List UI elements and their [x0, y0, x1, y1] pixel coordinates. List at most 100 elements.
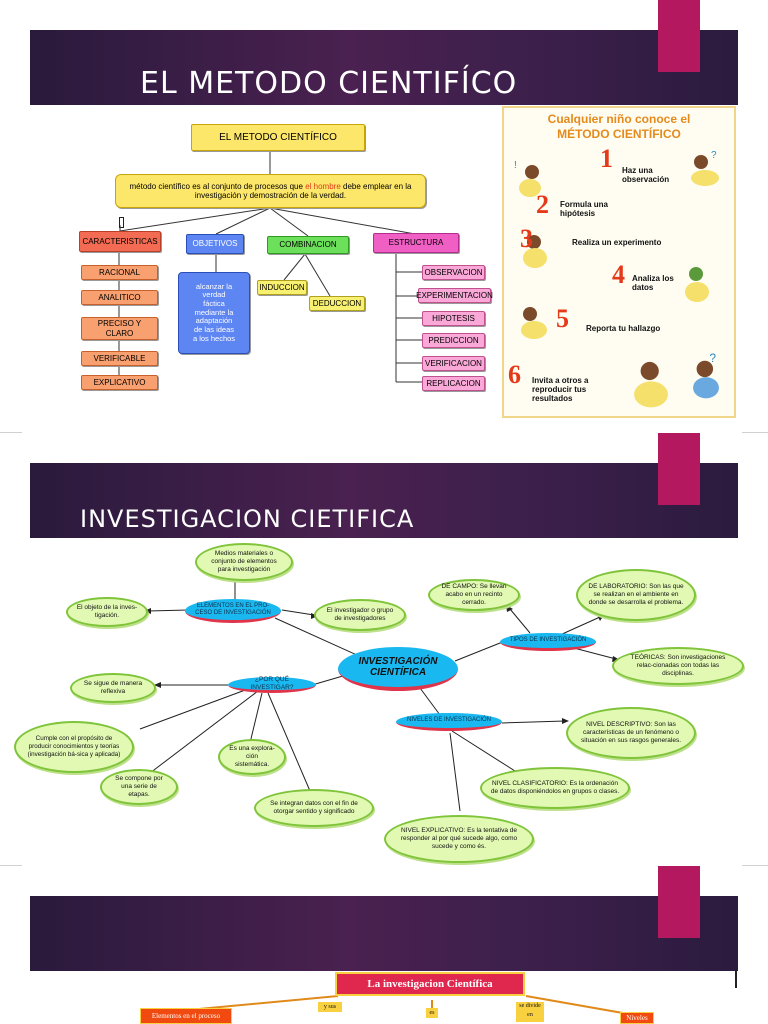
svg-text:?: ?	[710, 352, 717, 365]
concept-map-connectors	[112, 151, 422, 383]
caracteristica-item: ANALITICO	[81, 290, 158, 305]
hub-elementos-label: ELEMENTOS EN EL PRO-CESO DE INVESTIGACIÓ…	[195, 602, 271, 616]
branch-combinacion: COMBINACION	[267, 236, 349, 254]
infographic-heading-2: MÉTODO CIENTÍFICO	[557, 127, 681, 141]
infographic-heading-1: Cualquier niño conoce el	[547, 112, 691, 126]
leaf-teoricas: TEÓRICAS: Son investigaciones relac-cion…	[612, 647, 744, 685]
accent-tab	[658, 866, 700, 938]
svg-text:!: !	[514, 160, 517, 171]
hub-tipos-label: TIPOS DE INVESTIGACIÓN	[509, 637, 587, 644]
definition-pre: método científico es al conjunto de proc…	[129, 181, 306, 191]
step-number: 4	[612, 260, 625, 289]
slide3-connector-right-line1: se divide	[519, 1003, 541, 1009]
step-text: Haz una observación	[622, 166, 670, 185]
caracteristica-label: EXPLICATIVO	[93, 377, 146, 387]
hub-niveles: NIVELES DE INVESTIGACIÓN	[396, 713, 502, 731]
leaf-laboratorio: DE LABORATORIO: Son las que se realizan …	[576, 569, 696, 621]
caracteristica-label: PRECISO Y CLARO	[97, 319, 142, 338]
hub-elementos: ELEMENTOS EN EL PRO-CESO DE INVESTIGACIÓ…	[185, 599, 281, 623]
slide3-right-label: Niveles	[626, 1014, 648, 1022]
branch-objetivos-label: OBJETIVOS	[192, 239, 238, 249]
step-number: 1	[600, 144, 613, 173]
core-node: INVESTIGACIÓN CIENTÍFICA	[338, 647, 458, 691]
leaf-integran: Se integran datos con el fin de otorgar …	[254, 789, 374, 827]
leaf-teoricas-text: TEÓRICAS: Son investigaciones relac-cion…	[630, 653, 726, 678]
definition-post: debe emplear en la investigación y demos…	[194, 181, 412, 200]
leaf-cumple: Cumple con el propósito de producir cono…	[14, 721, 134, 773]
leaf-etapas-text: Se compone por una serie de etapas.	[115, 774, 163, 799]
estructura-label: VERIFICACION	[425, 358, 482, 368]
caracteristica-item: EXPLICATIVO	[81, 375, 158, 390]
slide-divider-left	[0, 432, 22, 433]
combinacion-item: DEDUCCION	[309, 296, 365, 311]
leaf-etapas: Se compone por una serie de etapas.	[100, 769, 178, 805]
leaf-laboratorio-text: DE LABORATORIO: Son las que se realizan …	[588, 582, 684, 607]
slide3-connector-right-line2: en	[527, 1012, 533, 1018]
caracteristica-item: RACIONAL	[81, 265, 158, 280]
mind-map-connectors	[139, 571, 620, 812]
combinacion-item: INDUCCION	[257, 280, 307, 295]
slide3-connector-right: se divide en	[516, 1002, 544, 1022]
slide3-connector-mid: es	[426, 1008, 438, 1018]
estructura-item: PREDICCION	[422, 333, 485, 348]
estructura-item: EXPERIMENTACION	[416, 288, 493, 303]
leaf-explicativo: NIVEL EXPLICATIVO: Es la tentativa de re…	[384, 815, 534, 863]
estructura-label: PREDICCION	[428, 335, 479, 345]
leaf-investigador-text: El investigador o grupo de investigadore…	[326, 606, 394, 622]
child-illustration-7: ?	[693, 352, 719, 399]
estructura-label: HIPOTESIS	[432, 313, 475, 323]
step-text: Formula una hipótesis	[560, 200, 609, 219]
caracteristica-label: ANALITICO	[98, 292, 141, 302]
estructura-label: OBSERVACION	[424, 267, 483, 277]
map-root-label: EL METODO CIENTÍFICO	[219, 131, 337, 143]
caracteristica-label: VERIFICABLE	[93, 353, 146, 363]
hub-tipos: TIPOS DE INVESTIGACIÓN	[500, 633, 596, 651]
slide-title: INVESTIGACION CIETIFICA	[80, 505, 415, 533]
title-band	[30, 896, 738, 971]
step-text: Reporta tu hallazgo	[586, 324, 661, 333]
slide3-connector-left-label: y sus	[323, 1004, 337, 1010]
estructura-label: REPLICACION	[426, 378, 481, 388]
combinacion-label: DEDUCCION	[312, 298, 362, 308]
estructura-item: VERIFICACION	[422, 356, 485, 371]
step-number: 6	[508, 360, 521, 389]
slide3-right-marker	[735, 970, 737, 988]
estructura-label: EXPERIMENTACION	[416, 290, 493, 300]
step-number: 3	[520, 224, 533, 253]
slide3-title-box: La investigacion Científica	[335, 972, 525, 996]
slide-title: EL METODO CIENTIFÍCO	[140, 66, 518, 101]
slide-3: La investigacion Científica y sus es se …	[0, 866, 768, 1024]
branch-combinacion-label: COMBINACION	[279, 240, 337, 250]
definition-text: método científico es al conjunto de proc…	[118, 182, 423, 200]
step-number: 2	[536, 190, 549, 219]
leaf-campo-text: DE CAMPO: Se llevan acabo en un recinto …	[441, 582, 507, 607]
branch-estructura-label: ESTRUCTURA	[388, 238, 444, 248]
objetivos-text: alcanzar la verdad fáctica mediante la a…	[192, 281, 236, 343]
leaf-reflexiva: Se sigue de manera reflexiva	[70, 673, 156, 703]
small-bracket	[119, 217, 124, 228]
child-illustration-4	[685, 267, 709, 302]
caracteristica-label: RACIONAL	[99, 267, 140, 277]
leaf-exploracion: Es una explora-ción sistemática.	[218, 739, 286, 775]
hub-por-que: ¿POR QUÉ INVESTIGAR?	[228, 676, 316, 693]
child-illustration-6	[634, 361, 668, 408]
estructura-item: REPLICACION	[422, 376, 485, 391]
accent-tab	[658, 433, 700, 505]
estructura-item: OBSERVACION	[422, 265, 485, 280]
slide-divider-right	[742, 865, 768, 866]
slide3-title-label: La investigacion Científica	[367, 978, 493, 990]
leaf-cumple-text: Cumple con el propósito de producir cono…	[27, 735, 121, 758]
child-illustration-1: !	[514, 160, 541, 197]
child-illustration-3	[523, 235, 547, 268]
svg-text:?: ?	[711, 150, 717, 161]
title-band	[30, 30, 738, 105]
child-illustration-2: ?	[691, 150, 719, 186]
slide3-left-label: Elementos en el proceso	[151, 1012, 221, 1020]
step-text: Realiza un experimento	[572, 238, 662, 247]
branch-caracteristicas-label: CARACTERISTICAS	[82, 236, 158, 246]
slide3-connectors	[187, 995, 641, 1018]
slide-divider-right	[742, 432, 768, 433]
map-root-box: EL METODO CIENTÍFICO	[191, 124, 365, 151]
slide3-connector-left: y sus	[318, 1002, 342, 1012]
combinacion-label: INDUCCION	[259, 282, 305, 292]
